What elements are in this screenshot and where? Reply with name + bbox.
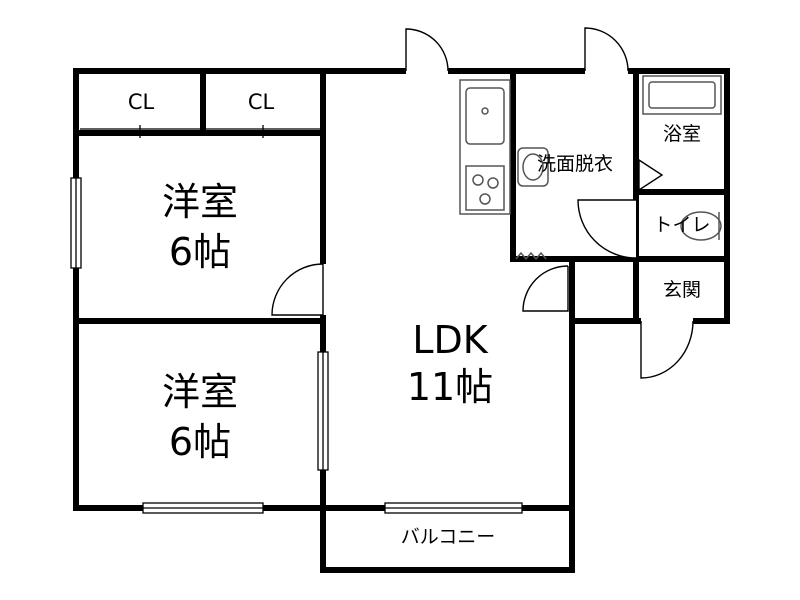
ldk-size: 11帖	[406, 365, 494, 409]
western-room-2-name: 洋室	[161, 370, 238, 414]
closet-label-2: CL	[247, 90, 275, 114]
entrance-label: 玄関	[662, 279, 701, 301]
western-room-1-size: 6帖	[168, 230, 232, 274]
western-room-1-name: 洋室	[161, 180, 238, 224]
closet-doors	[80, 125, 320, 138]
ldk-name: LDK	[412, 318, 488, 362]
toilet-label: トイレ	[653, 214, 711, 236]
closet-label-1: CL	[127, 90, 155, 114]
balcony-label: バルコニー	[400, 526, 496, 548]
western-room-2-size: 6帖	[168, 420, 232, 464]
windows	[70, 177, 523, 514]
doors	[271, 27, 694, 379]
washroom-label: 洗面脱衣	[536, 153, 613, 175]
bathroom-label: 浴室	[662, 123, 701, 145]
fixtures	[459, 75, 722, 261]
